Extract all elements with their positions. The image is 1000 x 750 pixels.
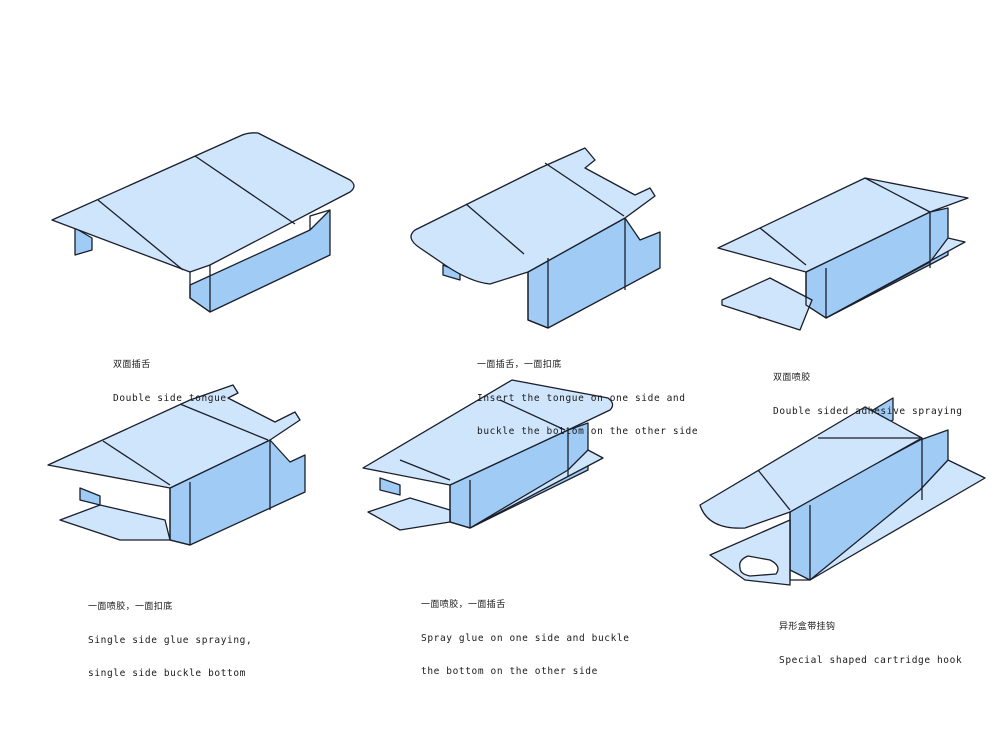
box-illustration-1 xyxy=(51,132,355,313)
caption-1-zh: 双面插舌 xyxy=(113,360,151,370)
box-illustration-4 xyxy=(47,384,306,546)
caption-6: 异形盒带挂钩 Special shaped cartridge hook xyxy=(779,600,962,677)
caption-2-en-2: buckle the bottom on the other side xyxy=(477,426,699,437)
caption-1: 双面插舌 Double side tongue xyxy=(113,338,227,415)
caption-4: 一面喷胶，一面扣底 Single side glue spraying, sin… xyxy=(88,580,252,690)
caption-5-en-2: the bottom on the other side xyxy=(421,666,598,677)
box-illustration-5 xyxy=(362,379,614,531)
caption-2: 一面插舌，一面扣底 Insert the tongue on one side … xyxy=(477,338,698,448)
caption-3: 双面喷胶 Double sided adhesive spraying xyxy=(773,351,963,428)
caption-4-zh: 一面喷胶，一面扣底 xyxy=(88,602,173,612)
box-illustration-3 xyxy=(717,177,969,331)
caption-5-zh: 一面喷胶，一面插舌 xyxy=(421,600,506,610)
caption-5-en-1: Spray glue on one side and buckle xyxy=(421,633,630,644)
caption-6-zh: 异形盒带挂钩 xyxy=(779,622,836,632)
caption-5: 一面喷胶，一面插舌 Spray glue on one side and buc… xyxy=(421,578,630,688)
caption-2-zh: 一面插舌，一面扣底 xyxy=(477,360,562,370)
caption-6-en-1: Special shaped cartridge hook xyxy=(779,655,963,666)
box-illustration-2 xyxy=(410,147,661,329)
caption-1-en-1: Double side tongue xyxy=(113,393,227,404)
caption-4-en-1: Single side glue spraying, xyxy=(88,635,253,646)
caption-2-en-1: Insert the tongue on one side and xyxy=(477,393,686,404)
caption-3-zh: 双面喷胶 xyxy=(773,373,811,383)
caption-4-en-2: single side buckle bottom xyxy=(88,668,246,679)
caption-3-en-1: Double sided adhesive spraying xyxy=(773,406,963,417)
box-illustration-6 xyxy=(699,397,986,586)
